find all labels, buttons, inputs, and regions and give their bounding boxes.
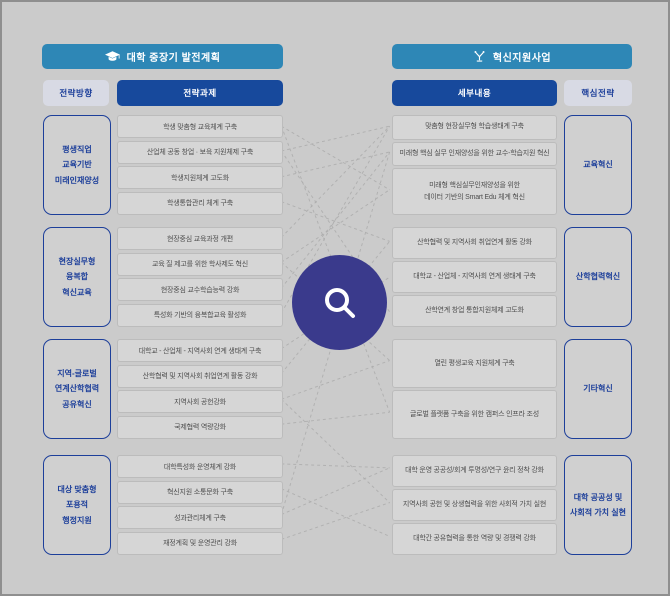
strategy-box-4: 대학 공공성 및 사회적 가치 실현 bbox=[564, 455, 632, 555]
detail-group-3: 열린 평생교육 지원체계 구축 글로벌 플랫폼 구축을 위한 캠퍼스 인프라 조… bbox=[392, 339, 557, 439]
task-item: 대학특성화 운영체계 강화 bbox=[117, 455, 283, 478]
task-item: 현장중심 교육과정 개편 bbox=[117, 227, 283, 250]
task-item: 산업체 공동 창업 · 보육 지원체제 구축 bbox=[117, 140, 283, 164]
detail-group-2: 산학협력 및 지역사회 취업연계 활동 강화 대학교 - 산업체 - 지역사회 … bbox=[392, 227, 557, 327]
left-header: 대학 중장기 발전계획 bbox=[42, 44, 283, 69]
trophy-icon bbox=[473, 50, 486, 63]
col-header-strategy: 핵심전략 bbox=[564, 80, 632, 106]
task-item: 대학교 - 산업체 - 지역사회 연계 생태계 구축 bbox=[117, 339, 283, 362]
task-group-1: 학생 맞춤형 교육체계 구축 산업체 공동 창업 · 보육 지원체제 구축 학생… bbox=[117, 115, 283, 215]
detail-item: 맞춤형 현장실무형 학습생태계 구축 bbox=[392, 115, 557, 140]
strategy-box-1: 교육혁신 bbox=[564, 115, 632, 215]
detail-item: 대학교 - 산업체 - 지역사회 연계 생태계 구축 bbox=[392, 261, 557, 293]
task-item: 학생 맞춤형 교육체계 구축 bbox=[117, 115, 283, 138]
detail-item: 대학간 공유협력을 통한 역량 및 경쟁력 강화 bbox=[392, 523, 557, 555]
detail-item: 대학 운영 공공성/회계 투명성/연구 윤리 정착 강화 bbox=[392, 455, 557, 487]
magnifier-icon bbox=[319, 282, 361, 324]
zoom-overlay-button[interactable] bbox=[292, 255, 387, 350]
task-item: 특성화 기반의 융복합교육 활성화 bbox=[117, 303, 283, 327]
task-item: 현장중심 교수학습능력 강화 bbox=[117, 278, 283, 302]
detail-item: 산학연계 창업 통합지원체제 고도화 bbox=[392, 295, 557, 327]
col-header-details: 세부내용 bbox=[392, 80, 557, 106]
detail-item: 지역사회 공헌 및 상생협력을 위한 사회적 가치 실현 bbox=[392, 489, 557, 521]
right-header: 혁신지원사업 bbox=[392, 44, 632, 69]
right-header-title: 혁신지원사업 bbox=[492, 53, 552, 64]
direction-box-3: 지역-글로벌 연계산학협력 공유혁신 bbox=[43, 339, 111, 439]
task-group-2: 현장중심 교육과정 개편 교육 질 제고를 위한 학사제도 혁신 현장중심 교수… bbox=[117, 227, 283, 327]
task-item: 지역사회 공헌강화 bbox=[117, 390, 283, 414]
task-item: 혁신지원 소통문화 구축 bbox=[117, 480, 283, 504]
col-header-direction: 전략방향 bbox=[43, 80, 109, 106]
task-item: 산학협력 및 지역사회 취업연계 활동 강화 bbox=[117, 364, 283, 388]
task-item: 학생지원체계 고도화 bbox=[117, 166, 283, 190]
graduation-cap-icon bbox=[104, 51, 120, 62]
task-item: 국제협력 역량강화 bbox=[117, 415, 283, 439]
task-item: 성과관리체계 구축 bbox=[117, 506, 283, 530]
direction-box-4: 대상 맞춤형 포용적 행정지원 bbox=[43, 455, 111, 555]
task-group-3: 대학교 - 산업체 - 지역사회 연계 생태계 구축 산학협력 및 지역사회 취… bbox=[117, 339, 283, 439]
detail-item: 산학협력 및 지역사회 취업연계 활동 강화 bbox=[392, 227, 557, 259]
left-header-title: 대학 중장기 발전계획 bbox=[126, 53, 221, 64]
direction-box-1: 평생직업 교육기반 미래인재양성 bbox=[43, 115, 111, 215]
task-item: 재정계획 및 운영관리 강화 bbox=[117, 531, 283, 555]
detail-item: 열린 평생교육 지원체계 구축 bbox=[392, 339, 557, 388]
detail-group-1: 맞춤형 현장실무형 학습생태계 구축 미래형 핵심 실무 인재양성을 위한 교수… bbox=[392, 115, 557, 215]
task-item: 교육 질 제고를 위한 학사제도 혁신 bbox=[117, 252, 283, 276]
task-item: 학생통합관리 체계 구축 bbox=[117, 191, 283, 215]
col-header-tasks: 전략과제 bbox=[117, 80, 283, 106]
detail-item: 글로벌 플랫폼 구축을 위한 캠퍼스 인프라 조성 bbox=[392, 390, 557, 439]
direction-box-2: 현장실무형 융복합 혁신교육 bbox=[43, 227, 111, 327]
strategy-box-2: 산학협력혁신 bbox=[564, 227, 632, 327]
detail-group-4: 대학 운영 공공성/회계 투명성/연구 윤리 정착 강화 지역사회 공헌 및 상… bbox=[392, 455, 557, 555]
strategy-box-3: 기타혁신 bbox=[564, 339, 632, 439]
detail-item: 미래형 핵심실무인재양성을 위한 데이터 기반의 Smart Edu 체계 혁신 bbox=[392, 168, 557, 215]
detail-item: 미래형 핵심 실무 인재양성을 위한 교수-학습지원 혁신 bbox=[392, 141, 557, 166]
task-group-4: 대학특성화 운영체계 강화 혁신지원 소통문화 구축 성과관리체계 구축 재정계… bbox=[117, 455, 283, 555]
